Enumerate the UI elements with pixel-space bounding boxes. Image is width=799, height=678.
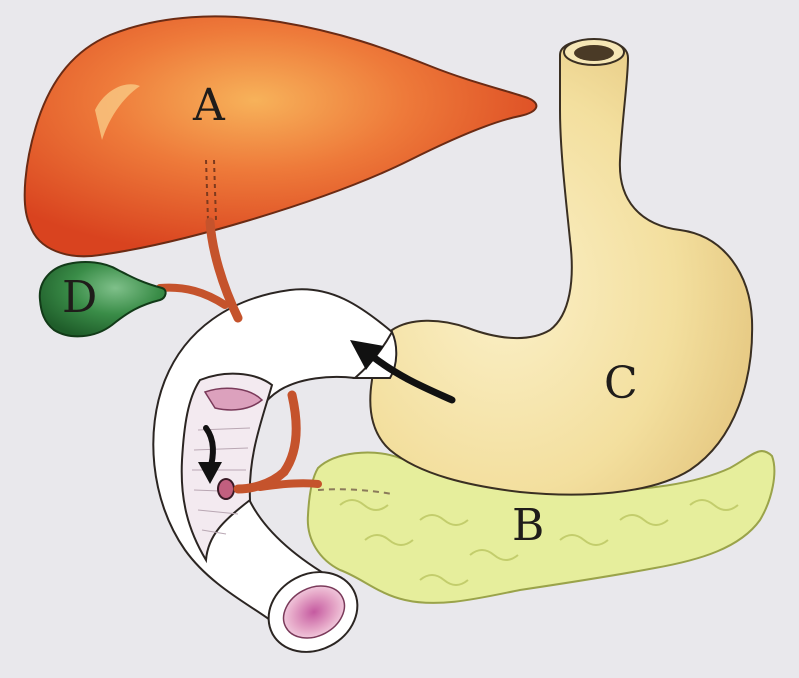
papilla-opening bbox=[217, 478, 235, 500]
liver-highlight bbox=[95, 84, 140, 140]
common-bile-duct bbox=[233, 390, 301, 494]
cystic-duct bbox=[156, 283, 229, 309]
flow-arrowhead-stomach bbox=[350, 340, 384, 370]
pancreas-lobule-texture bbox=[339, 499, 739, 586]
pancreatic-duct bbox=[317, 488, 393, 495]
label-stomach: C bbox=[604, 358, 638, 409]
esophagus-lumen bbox=[574, 45, 614, 61]
duodenum-lumen bbox=[282, 585, 346, 639]
pancreatic-duct-tube bbox=[256, 479, 322, 491]
stomach bbox=[369, 38, 754, 496]
duodenal-papilla-fold bbox=[203, 387, 264, 411]
duodenum-cut-window bbox=[180, 372, 274, 564]
common-hepatic-duct bbox=[205, 217, 243, 323]
flow-arrowhead-duodenum bbox=[198, 462, 222, 484]
hepatic-duct-dashed bbox=[205, 159, 217, 221]
gallbladder bbox=[38, 261, 167, 338]
mucosa-lines bbox=[192, 427, 251, 535]
label-pancreas: B bbox=[512, 500, 544, 551]
label-gallbladder: D bbox=[62, 272, 97, 323]
flow-arrow-stomach bbox=[368, 352, 456, 404]
label-liver: A bbox=[192, 80, 226, 131]
